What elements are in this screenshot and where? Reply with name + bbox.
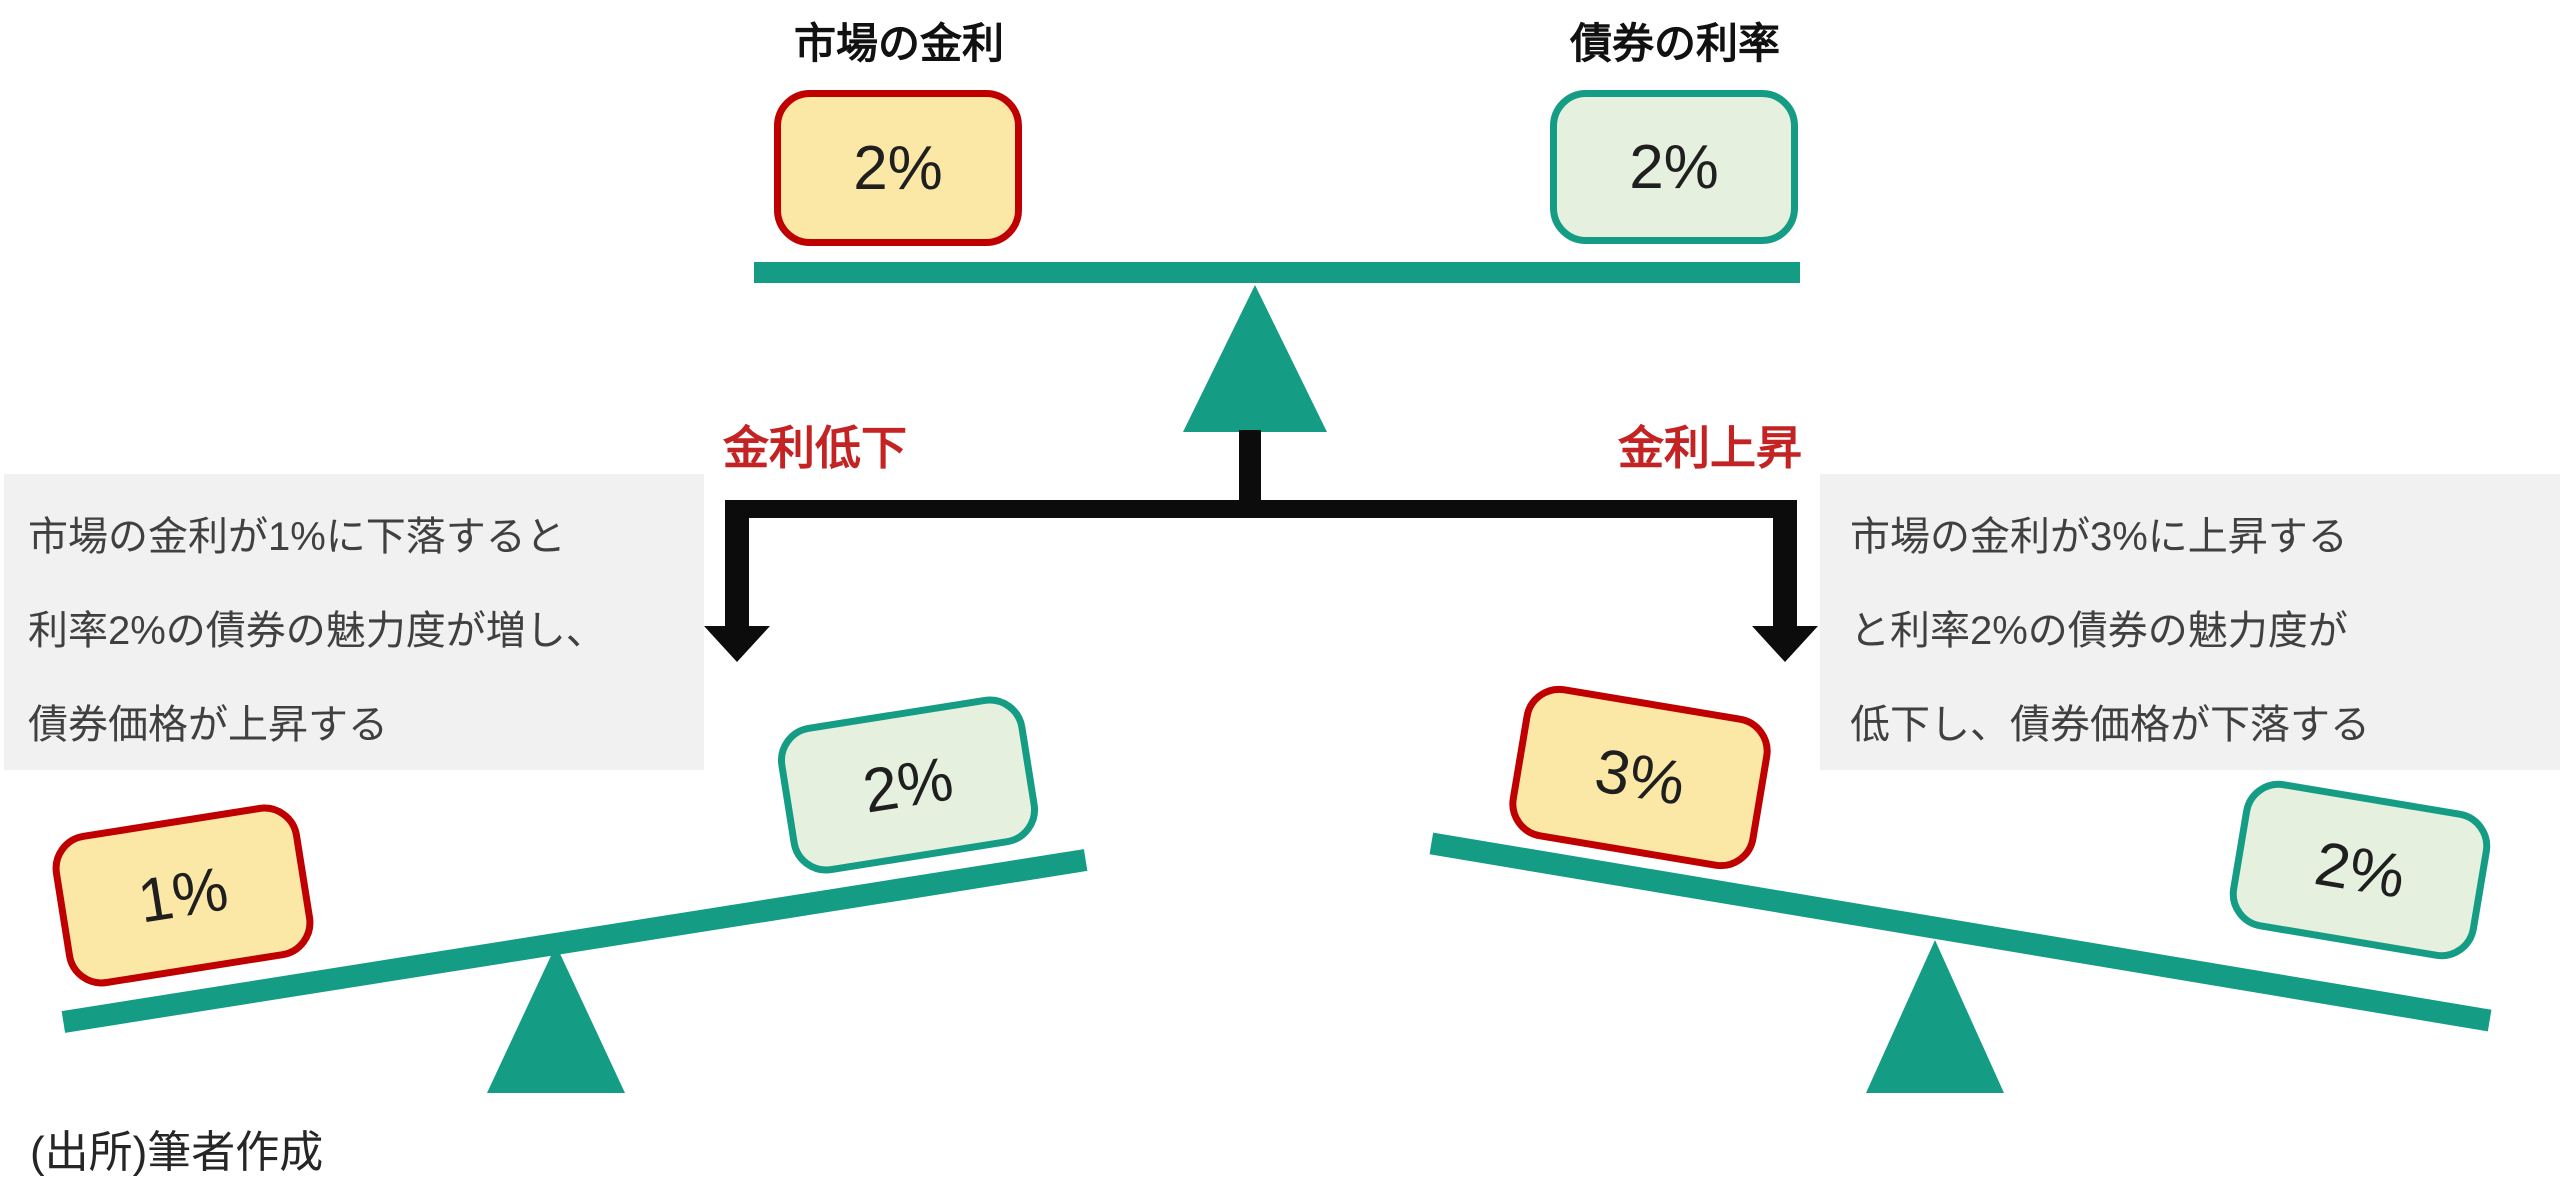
fulcrum-triangle-icon-right — [1866, 940, 2004, 1093]
bond-yield-box-right-seesaw: 2% — [2224, 775, 2496, 965]
left-note: 市場の金利が1%に下落すると 利率2%の債券の魅力度が増し、 債券価格が上昇する — [4, 474, 704, 770]
left-note-line: 債券価格が上昇する — [28, 703, 388, 747]
rate-decline-label: 金利低下 — [723, 422, 907, 474]
balance-beam-top — [754, 262, 1800, 283]
market-rate-title: 市場の金利 — [793, 20, 1004, 67]
right-note-line: 市場の金利が3%に上昇する — [1850, 515, 2348, 559]
fulcrum-triangle-icon-left — [487, 945, 625, 1093]
market-rate-value: 2% — [853, 133, 943, 203]
right-note-line: 低下し、債券価格が下落する — [1850, 703, 2370, 747]
arrow-stem — [1239, 430, 1261, 502]
down-arrow-right-shaft — [1773, 500, 1797, 628]
bond-yield-value: 2% — [1629, 132, 1719, 202]
down-arrow-left-head-icon — [704, 626, 770, 662]
down-arrow-left-shaft — [725, 500, 749, 628]
left-note-line: 市場の金利が1%に下落すると — [28, 515, 566, 559]
right-note: 市場の金利が3%に上昇する と利率2%の債券の魅力度が 低下し、債券価格が下落す… — [1820, 474, 2560, 770]
market-rate-low-box: 1% — [47, 799, 319, 992]
bond-yield-box-left-seesaw: 2% — [772, 691, 1044, 879]
market-rate-high-value: 3% — [1590, 736, 1690, 819]
bond-yield-value-right-seesaw: 2% — [2310, 828, 2410, 912]
left-note-line: 利率2%の債券の魅力度が増し、 — [28, 609, 606, 653]
arrow-horizontal-bar — [725, 500, 1797, 518]
market-rate-low-value: 1% — [133, 854, 233, 937]
market-rate-high-box: 3% — [1503, 680, 1777, 875]
rate-rise-label: 金利上昇 — [1618, 422, 1802, 474]
source-caption: (出所)筆者作成 — [30, 1128, 324, 1177]
down-arrow-right-head-icon — [1752, 626, 1818, 662]
market-rate-box: 2% — [774, 90, 1022, 246]
bond-yield-box: 2% — [1550, 90, 1798, 244]
bond-yield-title: 債券の利率 — [1569, 20, 1780, 67]
fulcrum-triangle-icon-top — [1183, 285, 1327, 432]
bond-yield-value-left-seesaw: 2% — [858, 743, 958, 827]
right-note-line: と利率2%の債券の魅力度が — [1850, 609, 2348, 653]
